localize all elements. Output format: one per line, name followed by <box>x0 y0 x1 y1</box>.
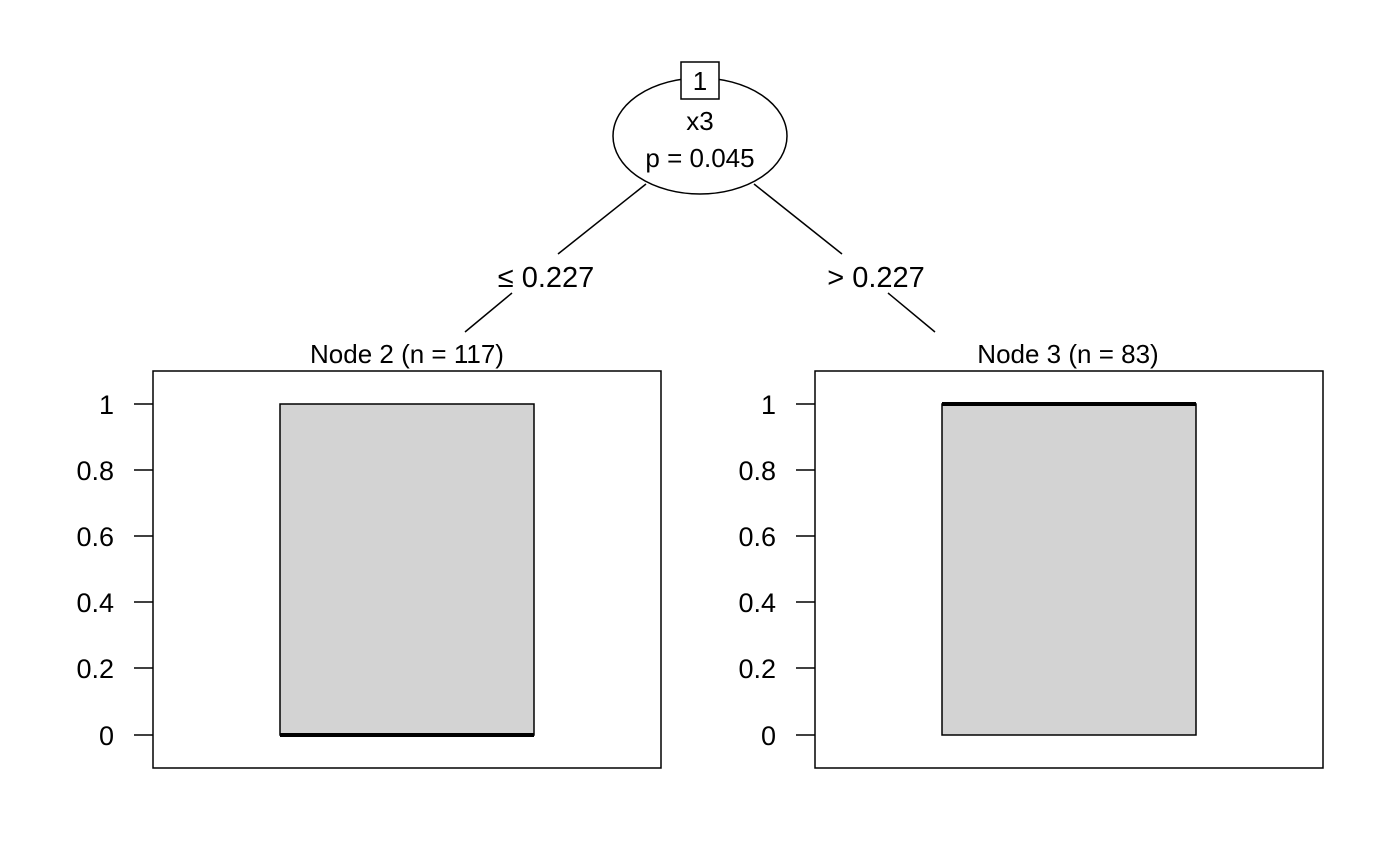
edge-left-label: ≤ 0.227 <box>498 262 595 294</box>
node-3-bar <box>941 403 1197 736</box>
node-3-ylabel-1: 1 <box>761 390 776 420</box>
node-2-ylabel-0: 0 <box>99 721 114 751</box>
edge-left-upper <box>557 183 647 255</box>
node-3-title: Node 3 (n = 83) <box>977 339 1158 369</box>
node-3-ylabel-0.4: 0.4 <box>738 588 776 618</box>
node-2-ylabel-0.6: 0.6 <box>76 522 114 552</box>
root-node-variable: x3 <box>686 106 713 136</box>
edge-right-lower <box>887 292 936 333</box>
node-2-title: Node 2 (n = 117) <box>310 339 504 369</box>
node-2-bar <box>279 403 535 736</box>
root-node-id: 1 <box>693 66 707 96</box>
root-node-id-box <box>680 61 720 100</box>
root-node-p-value: p = 0.045 <box>645 143 754 173</box>
node-2-ylabel-0.2: 0.2 <box>76 654 114 684</box>
edge-right-upper <box>753 183 843 255</box>
node-3-ylabel-0: 0 <box>761 721 776 751</box>
edge-right-label: > 0.227 <box>827 262 925 294</box>
node-3-ylabel-0.6: 0.6 <box>738 522 776 552</box>
node-2-ylabel-0.4: 0.4 <box>76 588 114 618</box>
edge-left-lower <box>464 292 513 333</box>
node-2-ylabel-0.8: 0.8 <box>76 456 114 486</box>
node-3-ylabel-0.2: 0.2 <box>738 654 776 684</box>
node-2-ylabel-1: 1 <box>99 390 114 420</box>
node-3-ylabel-0.8: 0.8 <box>738 456 776 486</box>
